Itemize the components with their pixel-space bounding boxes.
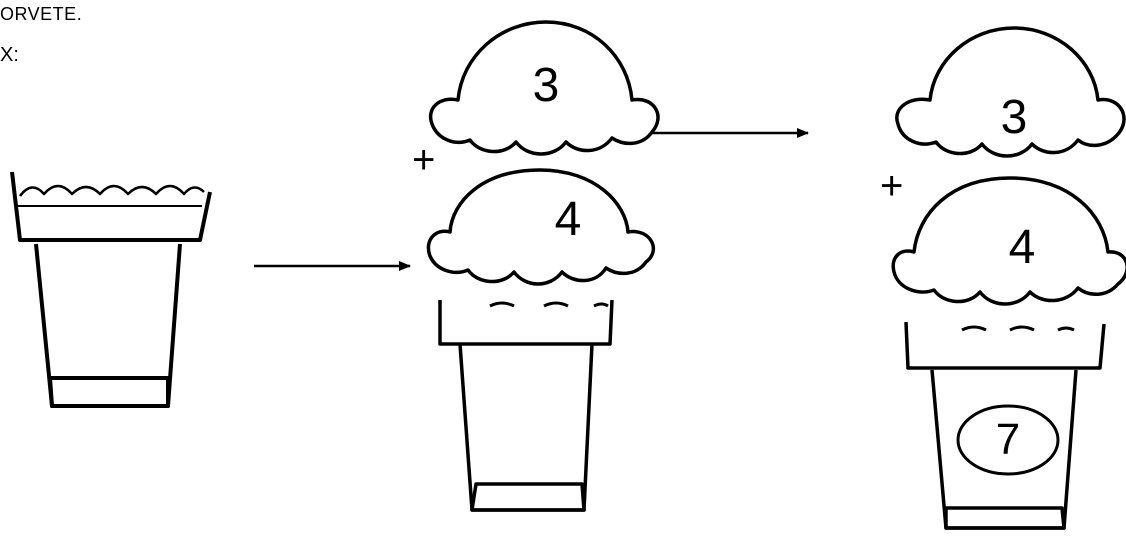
result-oval (956, 404, 1060, 476)
bottom-scoop-3 (891, 176, 1126, 306)
bottom-scoop-2 (426, 168, 656, 286)
cone-rim-marks-2 (489, 301, 609, 308)
top-scoop-number-2: 3 (532, 59, 560, 112)
example-label: X: (0, 44, 19, 66)
bottom-scoop-number-3: 4 (1008, 221, 1036, 274)
cone-body-empty (34, 243, 182, 408)
plus-sign-2: + (412, 138, 436, 182)
top-scoop-3 (895, 26, 1126, 158)
plus-sign-3: + (880, 164, 904, 208)
cone-wavy-edge (19, 184, 205, 197)
cone-rim-marks-3 (961, 325, 1075, 332)
ice-cream-cone-3 (891, 26, 1126, 530)
top-scoop-number-3: 3 (1000, 91, 1028, 144)
cone-base-2 (470, 482, 586, 512)
ice-cream-cone-2 (426, 20, 660, 512)
cone-rim-empty (10, 171, 212, 242)
cone-rim-2 (438, 299, 614, 346)
cone-rim-3 (904, 321, 1106, 370)
result-number: 7 (995, 415, 1021, 464)
cone-base-band (48, 376, 170, 408)
top-scoop-2 (428, 20, 660, 156)
empty-cone (10, 171, 212, 408)
worksheet-header-text: ORVETE. (0, 4, 83, 24)
cone-base-3 (944, 506, 1066, 530)
bottom-scoop-number-2: 4 (554, 193, 582, 246)
